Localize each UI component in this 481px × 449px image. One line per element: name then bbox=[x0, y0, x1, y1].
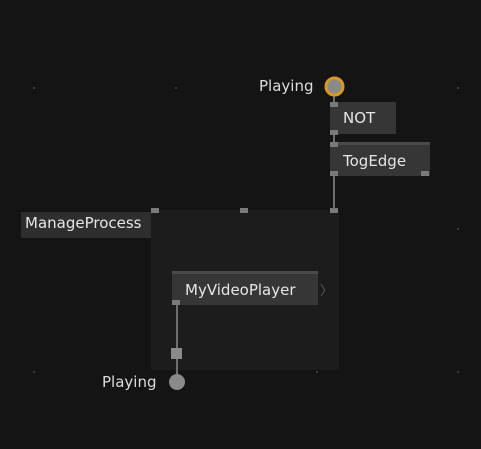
playing-output-label: Playing bbox=[259, 77, 314, 95]
not-node-label: NOT bbox=[343, 109, 376, 127]
myvideoplayer-node-label: MyVideoPlayer bbox=[185, 281, 296, 299]
grid-dot bbox=[457, 228, 459, 230]
region-output-pin[interactable] bbox=[171, 348, 182, 359]
togedge-output-pin[interactable] bbox=[330, 171, 338, 176]
wire-player-to-output[interactable] bbox=[176, 304, 178, 350]
myvideoplayer-output-pin[interactable] bbox=[172, 300, 180, 305]
circle-pin-icon[interactable] bbox=[168, 373, 186, 391]
wire-playing-to-not[interactable] bbox=[333, 94, 335, 102]
wire-not-to-togedge[interactable] bbox=[333, 134, 335, 143]
grid-dot bbox=[175, 87, 177, 89]
manageprocess-title[interactable]: ManageProcess bbox=[21, 212, 151, 238]
togedge-node-label: TogEdge bbox=[343, 152, 407, 170]
wire-togedge-to-region[interactable] bbox=[333, 175, 335, 209]
grid-dot bbox=[316, 371, 318, 373]
region-input-pin[interactable] bbox=[240, 208, 248, 213]
grid-dot bbox=[33, 371, 35, 373]
region-input-pin[interactable] bbox=[151, 208, 159, 213]
grid-dot bbox=[457, 87, 459, 89]
togedge-node[interactable]: TogEdge bbox=[330, 142, 430, 176]
grid-dot bbox=[457, 371, 459, 373]
myvideoplayer-node[interactable]: MyVideoPlayer bbox=[172, 271, 318, 305]
not-input-pin[interactable] bbox=[330, 102, 338, 107]
togedge-output-pin[interactable] bbox=[421, 171, 429, 176]
wire-output-to-playing[interactable] bbox=[176, 358, 178, 374]
togedge-input-pin[interactable] bbox=[330, 142, 338, 147]
grid-dot bbox=[33, 87, 35, 89]
ring-pin-icon[interactable] bbox=[324, 76, 345, 97]
not-output-pin[interactable] bbox=[330, 130, 338, 135]
not-node[interactable]: NOT bbox=[330, 102, 396, 134]
playing-input-label: Playing bbox=[102, 373, 157, 391]
region-input-pin[interactable] bbox=[330, 208, 338, 213]
chevron-right-icon[interactable]: 〉 bbox=[320, 284, 334, 299]
